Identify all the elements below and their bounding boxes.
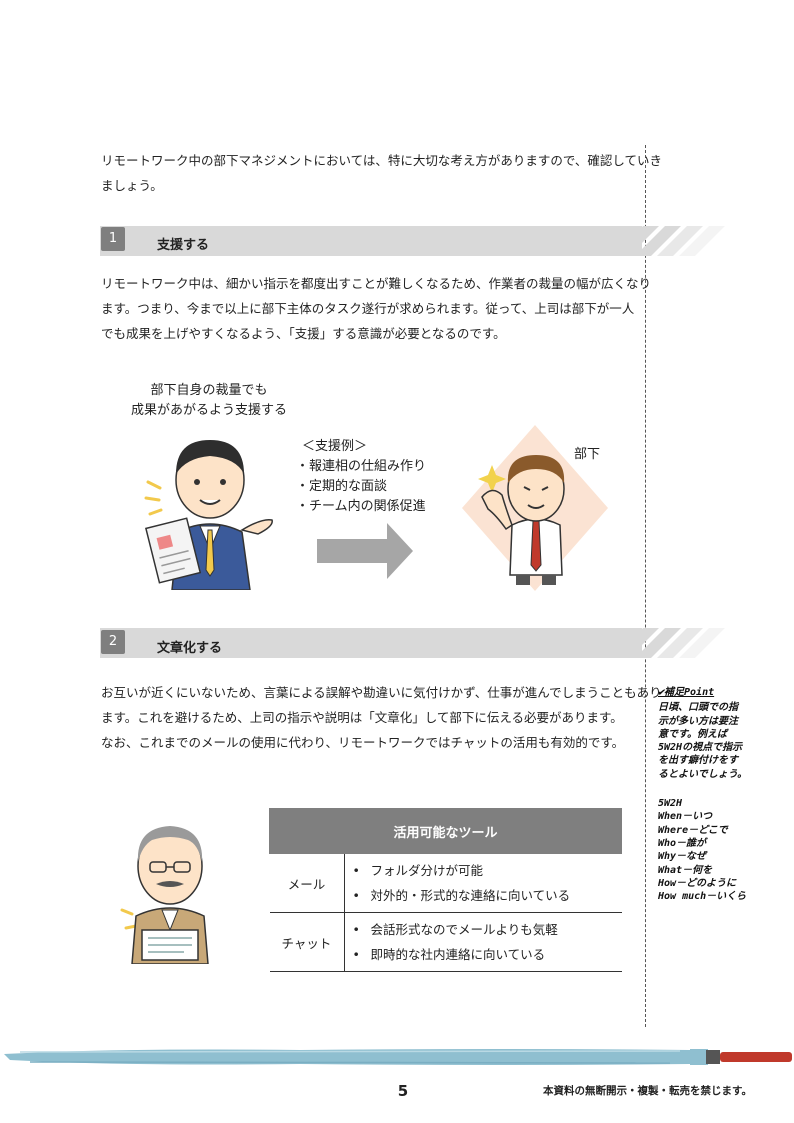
table-row: メール フォルダ分けが可能 対外的・形式的な連絡に向いている xyxy=(269,853,622,913)
side-note-5w2h-item: Why－なぜ xyxy=(658,851,707,863)
side-note-line: 意です。例えば xyxy=(658,728,727,740)
examples-title: ＜支援例＞ xyxy=(302,439,368,454)
caption-line: 成果があがるよう支援する xyxy=(130,403,287,418)
section2-title: 文章化する xyxy=(157,641,223,656)
senior-illustration xyxy=(120,826,209,964)
support-examples: ＜支援例＞ ・報連相の仕組み作り ・定期的な面談 ・チーム内の関係促進 xyxy=(296,437,426,517)
tool-name: メール xyxy=(269,853,345,913)
side-note-title: ✔補足Point xyxy=(658,687,715,698)
side-note-5w2h-item: How much－いくら xyxy=(658,891,747,903)
tool-name: チャット xyxy=(269,912,345,972)
side-note-5w2h-item: How－どのように xyxy=(658,877,737,889)
section1-number: 1 xyxy=(101,227,125,251)
tool-item: 対外的・形式的な連絡に向いている xyxy=(353,883,621,908)
side-note-line: 日頃、口頭での指 xyxy=(658,702,738,714)
intro-paragraph: リモートワーク中の部下マネジメントにおいては、特に大切な考え方がありますので、確… xyxy=(101,148,662,198)
tool-item: 会話形式なのでメールよりも気軽 xyxy=(353,917,621,942)
table-row: チャット 会話形式なのでメールよりも気軽 即時的な社内連絡に向いている xyxy=(269,912,622,972)
side-note-5w2h-item: When－いつ xyxy=(658,811,713,823)
tools-table-header: 活用可能なツール xyxy=(269,808,622,854)
side-note-5w2h-item: Who－誰が xyxy=(658,837,707,849)
intro-line: リモートワーク中の部下マネジメントにおいては、特に大切な考え方がありますので、確… xyxy=(101,153,663,168)
side-divider xyxy=(645,145,646,1027)
side-note-line: るとよいでしょう。 xyxy=(658,768,748,780)
section2-line: お互いが近くにいないため、言葉による誤解や勘違いに気付けかず、仕事が進んでしまう… xyxy=(101,685,662,700)
tool-item: 即時的な社内連絡に向いている xyxy=(353,942,621,967)
subordinate-illustration xyxy=(462,425,608,591)
side-note: ✔補足Point 日頃、口頭での指 示が多い方は要注 意です。例えば 5W2Hの… xyxy=(658,686,778,903)
tool-items: フォルダ分けが可能 対外的・形式的な連絡に向いている xyxy=(344,853,622,913)
intro-line: ましょう。 xyxy=(101,178,163,193)
tool-item: フォルダ分けが可能 xyxy=(353,858,621,883)
manager-illustration xyxy=(144,440,273,590)
section2-line: ます。これを避けるため、上司の指示や説明は「文章化」して部下に伝える必要がありま… xyxy=(101,710,623,725)
copyright-notice: 本資料の無断開示・複製・転売を禁じます。 xyxy=(543,1085,752,1097)
section1-paragraph: リモートワーク中は、細かい指示を都度出すことが難しくなるため、作業者の裁量の幅が… xyxy=(101,271,651,346)
section1-title: 支援する xyxy=(157,238,210,253)
section1-bar xyxy=(100,226,642,256)
brush-stroke xyxy=(4,1049,792,1065)
side-note-line: を出す癖付けをす xyxy=(658,755,738,767)
section2-paragraph: お互いが近くにいないため、言葉による誤解や勘違いに気付けかず、仕事が進んでしまう… xyxy=(101,680,662,755)
tools-table: 活用可能なツール メール フォルダ分けが可能 対外的・形式的な連絡に向いている … xyxy=(269,808,622,972)
section2-bar xyxy=(100,628,642,658)
caption-line: 部下自身の裁量でも xyxy=(150,383,268,398)
section1-line: でも成果を上げやすくなるよう、「支援」する意識が必要となるのです。 xyxy=(101,326,506,341)
example-item: ・報連相の仕組み作り xyxy=(296,459,427,474)
side-note-5w2h-item: Where－どこで xyxy=(658,824,728,836)
example-item: ・定期的な面談 xyxy=(296,479,388,494)
side-note-5w2h-item: What－何を xyxy=(658,864,713,876)
example-item: ・チーム内の関係促進 xyxy=(296,499,426,514)
page-number: 5 xyxy=(397,1082,409,1100)
section1-line: リモートワーク中は、細かい指示を都度出すことが難しくなるため、作業者の裁量の幅が… xyxy=(101,276,652,291)
arrow-right-icon xyxy=(317,523,413,579)
section2-line: なお、これまでのメールの使用に代わり、リモートワークではチャットの活用も有効的で… xyxy=(101,735,625,750)
section1-line: ます。つまり、今まで以上に部下主体のタスク遂行が求められます。従って、上司は部下… xyxy=(101,301,635,316)
side-note-5w2h-title: 5W2H xyxy=(658,798,683,810)
side-note-line: 5W2Hの視点で指示 xyxy=(658,742,743,754)
side-note-line: 示が多い方は要注 xyxy=(658,715,738,727)
tool-items: 会話形式なのでメールよりも気軽 即時的な社内連絡に向いている xyxy=(344,912,622,972)
section2-number: 2 xyxy=(101,630,125,654)
subordinate-label: 部下 xyxy=(574,447,601,462)
support-caption: 部下自身の裁量でも 成果があがるよう支援する xyxy=(130,381,288,421)
